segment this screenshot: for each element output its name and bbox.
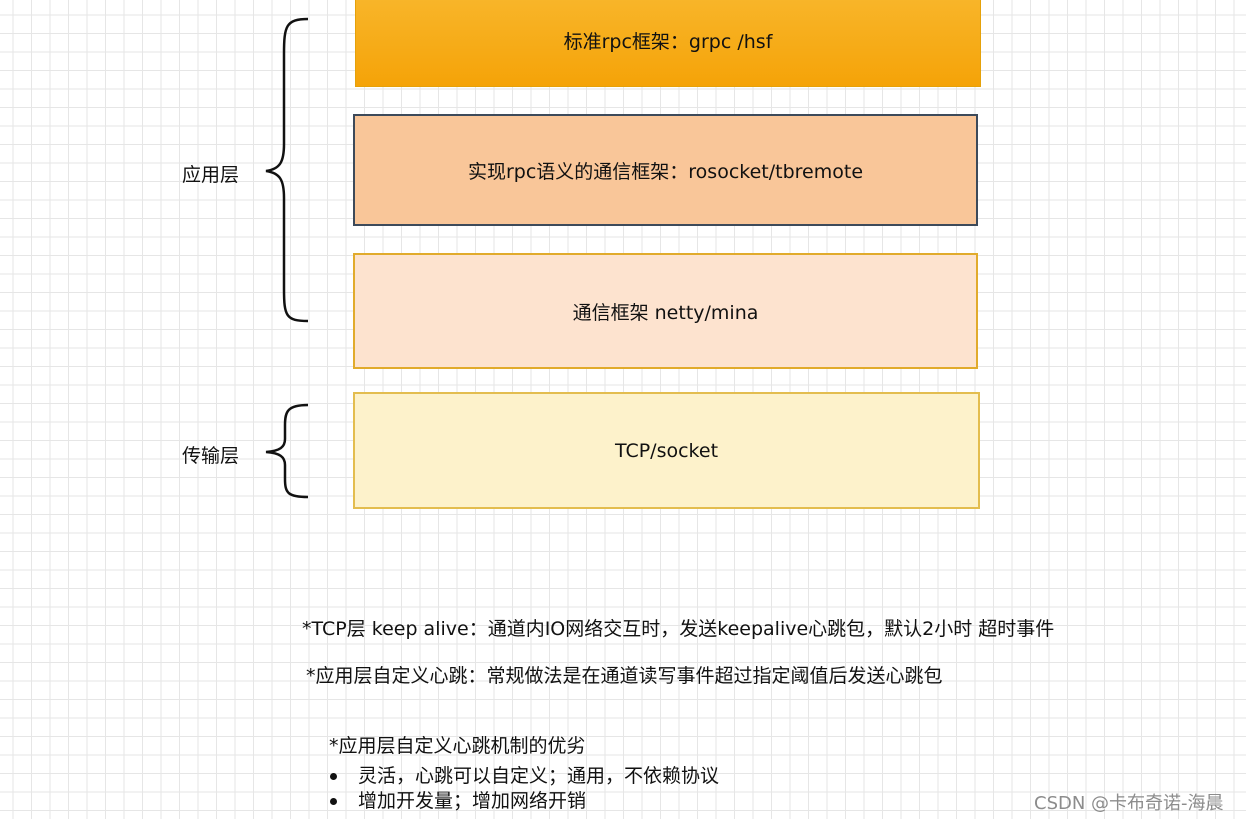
advantages-list: 灵活，心跳可以自定义；通用，不依赖协议 增加开发量；增加网络开销 xyxy=(330,764,719,814)
transport-layer-title: 传输层 xyxy=(182,445,240,467)
netty-layer-box: 通信框架 netty/mina xyxy=(353,253,978,369)
list-item: 灵活，心跳可以自定义；通用，不依赖协议 xyxy=(330,764,719,789)
rpc-semantic-layer-label: 实现rpc语义的通信框架：rosocket/tbremote xyxy=(467,160,864,183)
netty-layer-label: 通信框架 netty/mina xyxy=(572,301,759,324)
advantages-title: *应用层自定义心跳机制的优劣 xyxy=(329,735,586,757)
tcp-keepalive-note: *TCP层 keep alive：通道内IO网络交互时，发送keepalive心… xyxy=(302,618,1055,640)
bullet-icon xyxy=(330,773,337,780)
watermark: CSDN @卡布奇诺-海晨 xyxy=(1034,793,1224,814)
list-item: 增加开发量；增加网络开销 xyxy=(330,789,719,814)
tcp-layer-box: TCP/socket xyxy=(353,392,980,509)
grpc-layer-label: 标准rpc框架：grpc /hsf xyxy=(563,31,773,53)
tcp-layer-label: TCP/socket xyxy=(614,439,719,462)
transport-layer-brace xyxy=(265,403,309,499)
rpc-semantic-layer-box: 实现rpc语义的通信框架：rosocket/tbremote xyxy=(353,114,978,226)
application-layer-title: 应用层 xyxy=(182,164,240,186)
application-layer-brace xyxy=(265,17,309,323)
bullet-icon xyxy=(330,798,337,805)
app-heartbeat-note: *应用层自定义心跳：常规做法是在通道读写事件超过指定阈值后发送心跳包 xyxy=(306,665,943,687)
disadvantage-text: 增加开发量；增加网络开销 xyxy=(358,790,587,812)
grpc-layer-box: 标准rpc框架：grpc /hsf xyxy=(355,0,981,87)
advantage-text: 灵活，心跳可以自定义；通用，不依赖协议 xyxy=(358,765,720,787)
